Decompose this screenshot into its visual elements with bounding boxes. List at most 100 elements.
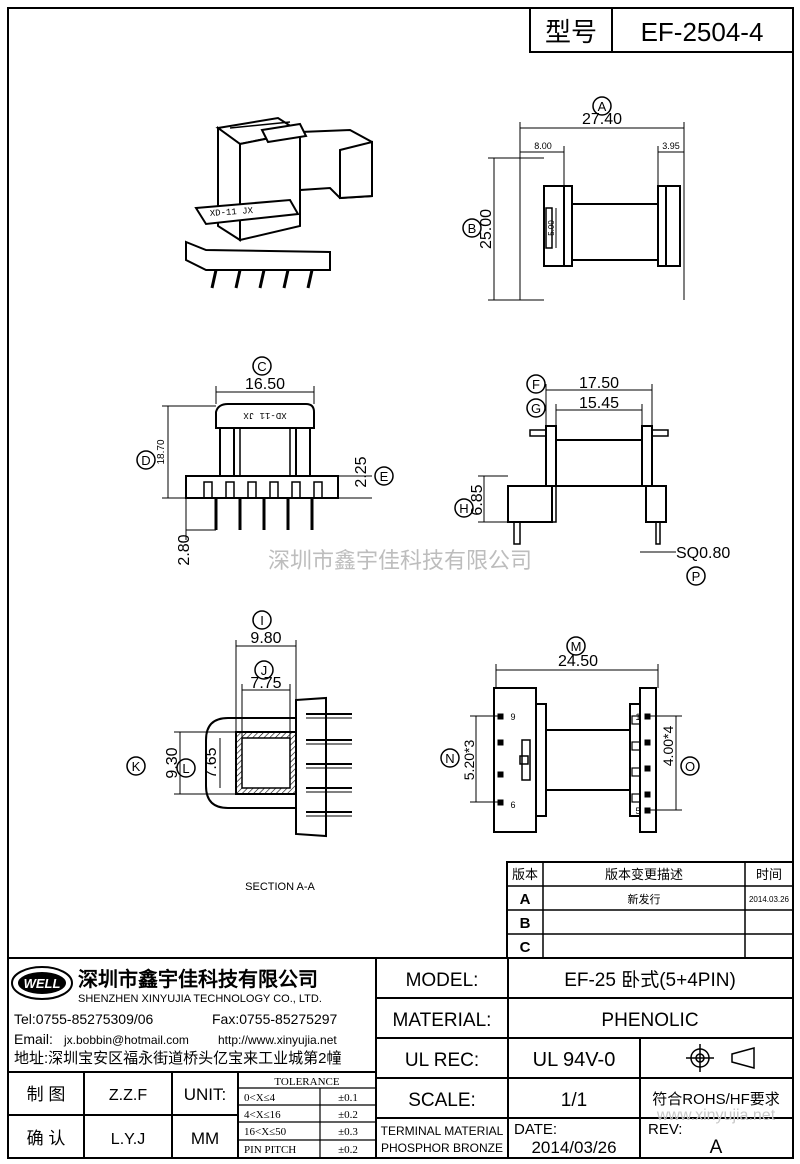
- rev-row-b-letter: B: [520, 915, 531, 932]
- top-view-dims: F 17.50 G 15.45 H 6.85 SQ0.80 P: [454, 374, 730, 586]
- dim-L-marker: [176, 758, 196, 778]
- pin-9-label: 9: [510, 712, 515, 722]
- dim-P-marker: [686, 566, 706, 586]
- rev-label: REV:: [648, 1121, 682, 1138]
- dim-P-value: SQ0.80: [676, 545, 730, 562]
- dim-L-letter: L: [182, 761, 189, 776]
- dim-M-letter: M: [571, 639, 582, 654]
- dim-L-value: 7.65: [203, 747, 220, 778]
- tol-row-1-value: ±0.1: [338, 1092, 358, 1104]
- sheet-border: [7, 7, 794, 1159]
- dim-N-marker: [440, 748, 460, 768]
- company-email: jx.bobbin@hotmail.com: [63, 1033, 189, 1047]
- dim-I-marker: [252, 610, 272, 630]
- dim-A-marker: [592, 96, 612, 116]
- dim-F-value: 17.50: [579, 375, 619, 392]
- company-fax: Fax:0755-85275297: [212, 1011, 338, 1027]
- scale-value: 1/1: [561, 1090, 587, 1111]
- tolerance-title: TOLERANCE: [274, 1076, 339, 1088]
- projection-symbol-icon: [686, 1044, 755, 1072]
- dim-J-letter: J: [261, 663, 268, 678]
- tol-row-4-range: PIN PITCH: [244, 1144, 296, 1156]
- dim-G-letter: G: [531, 401, 541, 416]
- tol-row-2-value: ±0.2: [338, 1109, 358, 1121]
- dim-K-letter: K: [132, 759, 141, 774]
- pin-1-label: 1: [635, 712, 640, 722]
- dim-G-marker: [526, 398, 546, 418]
- dim-H-marker: [454, 498, 474, 518]
- side-view-dims: A 27.40 8.00 3.95 B 25.00 5.00: [462, 96, 680, 249]
- section-caption: SECTION A-A: [245, 881, 315, 893]
- check-value: L.Y.J: [111, 1131, 145, 1148]
- tol-row-4-value: ±0.2: [338, 1144, 358, 1156]
- tol-row-2-range: 4<X≤16: [244, 1109, 281, 1121]
- terminal-material-value: PHOSPHOR BRONZE: [381, 1141, 503, 1155]
- dim-inner-value: 5.00: [547, 220, 556, 236]
- rev-header-date: 时间: [756, 867, 782, 882]
- company-logo-inner: [18, 972, 66, 994]
- rohs-text: 符合ROHS/HF要求: [652, 1091, 780, 1108]
- section-view: [174, 640, 352, 838]
- iso-label-text: XD-11 JX: [210, 206, 254, 219]
- watermark-text: 深圳市鑫宇佳科技有限公司: [268, 548, 532, 573]
- revision-table: [506, 861, 794, 959]
- unit-label: UNIT:: [184, 1085, 227, 1104]
- draw-label: 制 图: [27, 1085, 66, 1104]
- company-name-en: SHENZHEN XINYUJIA TECHNOLOGY CO., LTD.: [78, 993, 322, 1005]
- company-block: WELL 深圳市鑫宇佳科技有限公司 SHENZHEN XINYUJIA TECH…: [11, 966, 342, 1067]
- terminal-material-label: TERMINAL MATERIAL: [381, 1124, 504, 1138]
- dim-A-letter: A: [598, 99, 607, 114]
- right-title-block: MODEL: EF-25 卧式(5+4PIN) MATERIAL: PHENOL…: [381, 969, 780, 1158]
- front-view-dims: C 16.50 D 18.70 E 2.25 2.80: [136, 356, 394, 566]
- dim-B-marker: [462, 218, 482, 238]
- dim-right-width: 3.95: [662, 141, 680, 151]
- tol-row-1-range: 0<X≤4: [244, 1092, 276, 1104]
- tolerance-grid: [238, 1087, 376, 1158]
- rev-row-a-letter: A: [520, 891, 531, 908]
- rev-row-c-letter: C: [520, 939, 531, 956]
- dim-P-letter: P: [692, 569, 701, 584]
- dim-left-width: 8.00: [534, 141, 552, 151]
- date-value: 2014/03/26: [531, 1138, 616, 1157]
- pin-6-label: 6: [510, 800, 515, 810]
- company-name-cn: 深圳市鑫宇佳科技有限公司: [78, 967, 318, 991]
- dim-C-value: 16.50: [245, 376, 285, 393]
- dim-O-letter: O: [685, 759, 695, 774]
- check-label: 确 认: [27, 1129, 66, 1148]
- dim-J-marker: [254, 660, 274, 680]
- dim-J-value: 7.75: [250, 675, 281, 692]
- header-model-label: 型号: [545, 17, 597, 47]
- sign-block: 制 图 Z.Z.F 确 认 L.Y.J UNIT: MM: [27, 1085, 227, 1148]
- rev-row-a-date: 2014.03.26: [749, 895, 790, 904]
- company-logo: [11, 966, 73, 1000]
- tolerance-block: TOLERANCE 0<X≤4 ±0.1 4<X≤16 ±0.2 16<X≤50…: [244, 1076, 358, 1156]
- model-value: EF-25 卧式(5+4PIN): [564, 969, 736, 991]
- model-label: MODEL:: [406, 970, 479, 991]
- material-label: MATERIAL:: [393, 1010, 492, 1031]
- bottom-view-dims: M 24.50 N 5.20*3 O 4.00*4 9 6 1 5: [440, 636, 700, 816]
- dim-E-value: 2.25: [353, 456, 370, 487]
- title-block-grid: [8, 957, 793, 1158]
- header-model-box: 型号 EF-2504-4: [529, 7, 794, 53]
- dim-C-marker: [252, 356, 272, 376]
- dim-D-value: 18.70: [156, 439, 167, 464]
- header-model-value: EF-2504-4: [641, 17, 764, 47]
- rev-value: A: [710, 1137, 723, 1158]
- dim-M-marker: [566, 636, 586, 656]
- section-view-dims: I 9.80 J 7.75 K 9.30 L 7.65 SECTION A-A: [126, 610, 315, 893]
- dim-H-letter: H: [459, 501, 468, 516]
- revision-table-text: 版本 版本变更描述 时间 A 新发行 2014.03.26 B C: [512, 867, 790, 956]
- dim-O-marker: [680, 756, 700, 776]
- dim-I-value: 9.80: [250, 630, 281, 647]
- dim-A-value: 27.40: [582, 111, 622, 128]
- dim-B-letter: B: [468, 221, 477, 236]
- ul-value: UL 94V-0: [533, 1049, 616, 1071]
- tol-row-3-range: 16<X≤50: [244, 1126, 287, 1138]
- dim-pin-length: 2.80: [176, 534, 193, 565]
- dim-N-letter: N: [445, 751, 454, 766]
- dim-E-letter: E: [380, 469, 389, 484]
- dim-E-marker: [374, 466, 394, 486]
- dim-O-value: 4.00*4: [660, 726, 676, 767]
- dim-F-marker: [526, 374, 546, 394]
